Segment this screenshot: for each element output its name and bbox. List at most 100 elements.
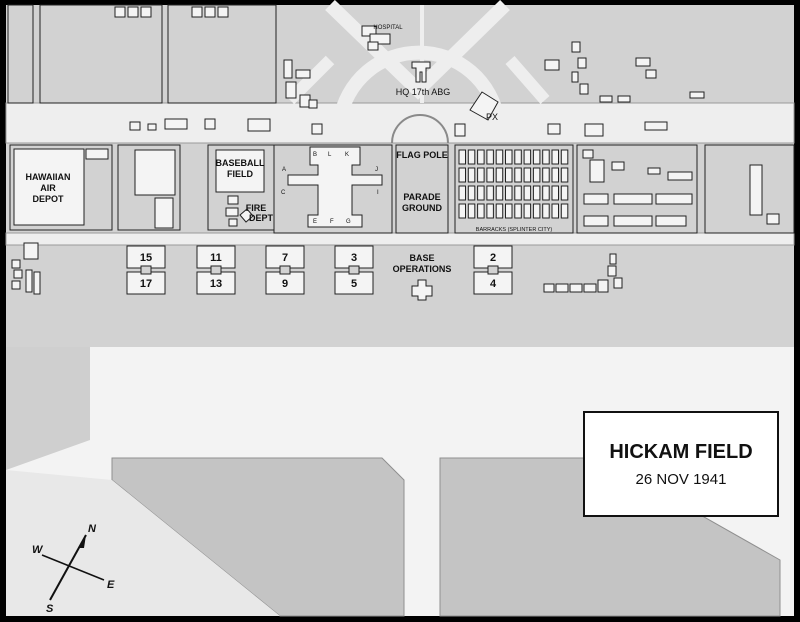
barracks-building [560,149,569,165]
barracks-building [467,149,476,165]
west-apron-buildings [11,242,41,295]
compass-rose: N W E S [32,523,115,615]
hangar-connector [487,265,499,275]
barracks-building [467,185,476,201]
barracks-building [486,167,494,183]
block-top-3 [167,4,277,104]
map-title: HICKAM FIELD [609,441,752,463]
barracks-building [542,167,550,183]
px-building [469,91,499,121]
compass-s-label: S [46,603,54,615]
diagonal-roads-side [285,55,550,105]
barracks-label: BARRACKS (SPLINTER CITY) [476,227,553,233]
hangar-number: 2 [490,252,496,264]
hangar-road [5,232,795,246]
hawaiian-air-depot [13,148,85,226]
compass-w-label: W [32,544,44,556]
hospital-label: HOSPITAL [373,25,403,31]
letter-a: A [282,167,286,173]
hangar-connector [279,265,291,275]
barracks-building [505,149,513,165]
barracks-building [532,149,541,165]
barracks-building [477,149,485,165]
barracks-building [542,203,550,219]
barracks-building [551,167,559,183]
depot-annex [85,148,109,160]
east-small-building [766,213,780,225]
flagpole-label: FLAG POLE [396,150,448,160]
hangar-number: 17 [140,278,152,290]
diagonal-roads-top [325,0,510,100]
letter-l: B [313,152,317,158]
baseball-label-1: BASEBALL [216,158,266,168]
fire-dept-buildings [225,195,254,227]
hospital-building [361,25,391,51]
px-label: PX [486,112,498,122]
barracks-building [514,167,522,183]
letter-k: L [328,152,332,158]
barracks-building [532,167,541,183]
barracks-building [477,185,485,201]
hangar-number: 11 [210,252,222,264]
barracks-building [505,167,513,183]
flag-circle-road [391,114,449,144]
barracks-building [551,149,559,165]
barracks-building [458,203,466,219]
airfield-shade-left [6,347,90,470]
barracks-building [486,149,494,165]
barracks-building [551,185,559,201]
barracks-building [495,167,504,183]
barracks-building [523,185,532,201]
barracks-building [523,203,532,219]
barracks-building [532,185,541,201]
base-operations-building [411,279,433,301]
barracks-building [523,149,532,165]
compass-e-label: E [107,579,115,591]
hangar-number: 7 [282,252,288,264]
barracks-building [505,203,513,219]
barracks-building [514,149,522,165]
barracks-building [467,167,476,183]
cross-barracks [287,146,383,228]
hangar-number: 3 [351,252,357,264]
barracks-building [458,167,466,183]
letter-e: F [330,219,334,225]
barracks-building [505,185,513,201]
top-buildings-small [114,6,705,137]
letter-d: E [313,219,317,225]
block-top-1 [7,4,34,104]
barracks-grid [458,149,569,219]
hq-arc-road [333,45,505,122]
hangar-connector [140,265,152,275]
shop-annex [154,197,174,229]
map-date: 26 NOV 1941 [636,471,727,488]
letter-g: I [377,190,379,196]
tarmac-right [439,457,781,617]
hq-label: HQ 17th ABG [396,87,451,97]
depot-label-1: HAWAIIAN [26,172,71,182]
barracks-building [514,185,522,201]
east-apron-buildings [543,253,623,293]
east-long-building [749,164,763,216]
depot-label-2: AIR [40,183,56,193]
baseball-label-2: FIELD [227,169,253,179]
barracks-building [495,185,504,201]
barracks-building [486,203,494,219]
barracks-building [486,185,494,201]
base-ops-label-2: OPERATIONS [393,264,452,274]
parade-label-2: GROUND [402,203,442,213]
center-road [420,5,424,103]
east-buildings [582,149,693,227]
hangar-number: 13 [210,278,222,290]
compass-n-label: N [88,523,97,535]
hangar-number: 4 [490,278,497,290]
barracks-building [458,149,466,165]
parade-block [395,144,449,234]
barracks-building [477,203,485,219]
letter-c: C [281,190,286,196]
barracks-building [542,149,550,165]
barracks-building [514,203,522,219]
hq-building [411,61,431,83]
